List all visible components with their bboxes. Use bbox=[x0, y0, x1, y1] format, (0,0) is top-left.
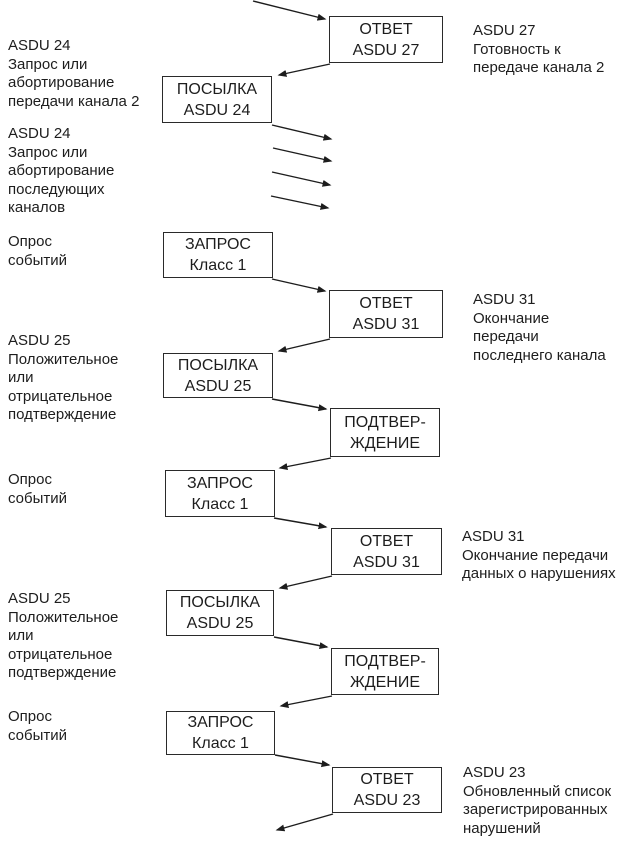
box-otvet-asdu-27: ОТВЕТ ASDU 27 bbox=[329, 16, 443, 63]
label-event-poll-b: Опрос событий bbox=[8, 471, 68, 507]
label-asdu-25-confirm-b: ASDU 25 Положительное или отрицательное … bbox=[8, 590, 119, 681]
box-zapros-klass-1-a: ЗАПРОС Класс 1 bbox=[163, 232, 273, 278]
label-asdu-27-ready-ch2: ASDU 27 Готовность к передаче канала 2 bbox=[473, 22, 605, 76]
label-asdu-31-end-last-ch: ASDU 31 Окончание передачи последнего ка… bbox=[473, 291, 606, 364]
arrow-zapros3-to-otvet23 bbox=[274, 754, 331, 768]
box-otvet-asdu-23: ОТВЕТ ASDU 23 bbox=[332, 767, 442, 813]
box-posylka-asdu-25-a: ПОСЫЛКА ASDU 25 bbox=[163, 353, 273, 398]
box-podtverzhdenie-b: ПОДТВЕР- ЖДЕНИЕ bbox=[331, 648, 439, 695]
box-posylka-asdu-25-b: ПОСЫЛКА ASDU 25 bbox=[166, 590, 274, 636]
arrow-podtver-b-to-zapros3 bbox=[279, 695, 333, 708]
box-otvet-asdu-31-a: ОТВЕТ ASDU 31 bbox=[329, 290, 443, 338]
box-podtverzhdenie-a: ПОДТВЕР- ЖДЕНИЕ bbox=[330, 408, 440, 457]
box-otvet-asdu-31-b: ОТВЕТ ASDU 31 bbox=[331, 528, 442, 575]
label-asdu-24-request-next: ASDU 24 Запрос или абортирование последу… bbox=[8, 125, 115, 216]
arrow-posylka25a-to-podtver-a bbox=[271, 398, 328, 412]
arrow-otvet27-to-posylka24 bbox=[277, 63, 331, 77]
arrow-zapros1-to-otvet31a bbox=[271, 278, 327, 293]
arrow-next-channel-1 bbox=[271, 124, 333, 141]
label-event-poll-a: Опрос событий bbox=[8, 233, 68, 269]
arrow-next-channel-3 bbox=[271, 171, 332, 187]
label-asdu-24-request-ch2: ASDU 24 Запрос или абортирование передач… bbox=[8, 37, 140, 110]
box-posylka-asdu-24: ПОСЫЛКА ASDU 24 bbox=[162, 76, 272, 123]
arrow-otvet31b-to-posylka25b bbox=[278, 575, 333, 590]
label-asdu-23-updated-list: ASDU 23 Обновленный список зарегистриров… bbox=[463, 764, 612, 837]
label-event-poll-c: Опрос событий bbox=[8, 708, 68, 744]
box-zapros-klass-1-c: ЗАПРОС Класс 1 bbox=[166, 711, 275, 755]
arrow-otvet31a-to-posylka25a bbox=[277, 338, 331, 353]
box-zapros-klass-1-b: ЗАПРОС Класс 1 bbox=[165, 470, 275, 517]
arrow-podtver-a-to-zapros2 bbox=[278, 457, 332, 470]
arrow-next-channel-4 bbox=[270, 195, 330, 210]
label-asdu-31-end-fault-data: ASDU 31 Окончание передачи данных о нару… bbox=[462, 528, 616, 582]
arrow-outgoing-bottom bbox=[275, 813, 334, 832]
arrow-next-channel-2 bbox=[272, 147, 333, 163]
arrow-zapros2-to-otvet31b bbox=[273, 517, 328, 530]
arrow-incoming-top bbox=[252, 0, 327, 21]
label-asdu-25-confirm-a: ASDU 25 Положительное или отрицательное … bbox=[8, 332, 119, 423]
arrow-posylka25b-to-podtver-b bbox=[273, 636, 329, 650]
